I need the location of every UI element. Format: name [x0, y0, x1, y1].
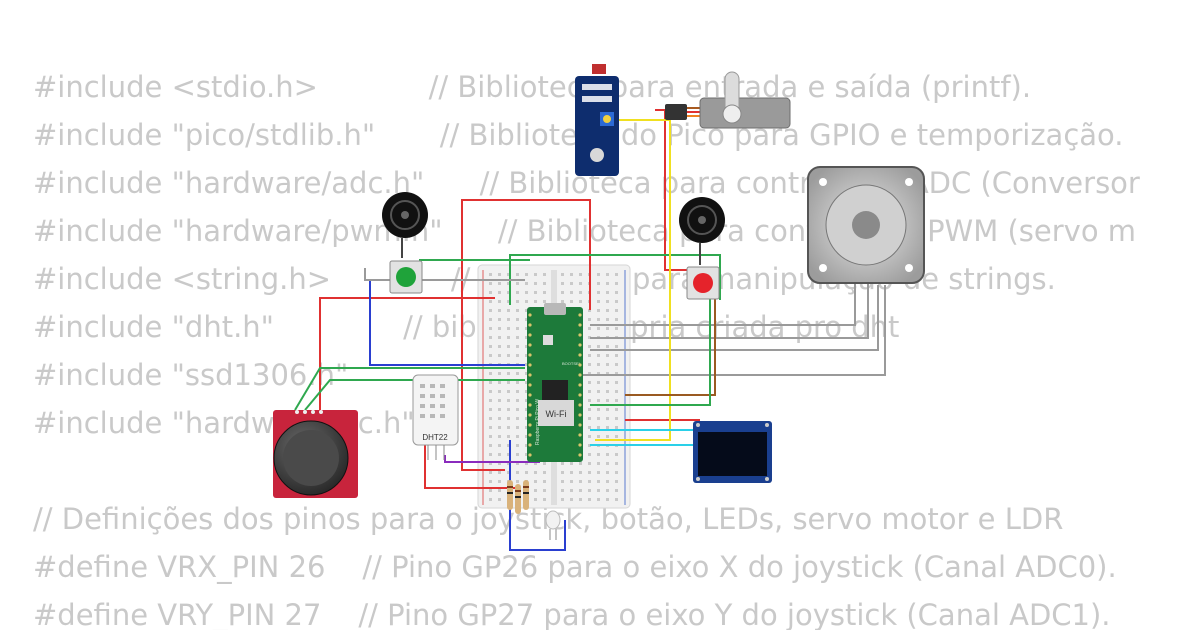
bootsel-label: BOOTSEL — [562, 361, 582, 366]
stepper-motor[interactable] — [807, 166, 925, 284]
wires — [294, 109, 886, 551]
buzzer-left[interactable] — [382, 192, 428, 258]
rgb-led[interactable] — [545, 510, 561, 540]
wifi-label: Wi-Fi — [546, 409, 567, 419]
dht22-sensor[interactable]: DHT22 — [412, 374, 459, 460]
code-line: // Definições dos pinos para o joystick,… — [33, 502, 1064, 536]
ldr-sensor-module[interactable] — [575, 64, 619, 176]
push-button-green[interactable] — [389, 260, 423, 294]
code-line: #define VRY_PIN 27 // Pino GP27 para o e… — [33, 598, 1111, 630]
resistors — [507, 480, 529, 514]
code-line: #include "ssd1306.h" — [33, 358, 349, 392]
code-line: #include "pico/stdlib.h" // Biblioteca d… — [33, 118, 1124, 152]
joystick-module[interactable] — [273, 410, 358, 498]
raspberry-pi-pico-w[interactable]: Wi-Fi Raspberry Pi Pico W BOOTSEL — [527, 303, 583, 462]
pico-label: Raspberry Pi Pico W — [535, 399, 541, 445]
dht-label: DHT22 — [422, 433, 448, 442]
push-button-red[interactable] — [686, 266, 720, 300]
servo-motor[interactable] — [665, 71, 791, 129]
code-line: #define VRX_PIN 26 // Pino GP26 para o e… — [33, 550, 1117, 584]
oled-display[interactable] — [693, 421, 772, 483]
buzzer-right[interactable] — [679, 197, 725, 265]
